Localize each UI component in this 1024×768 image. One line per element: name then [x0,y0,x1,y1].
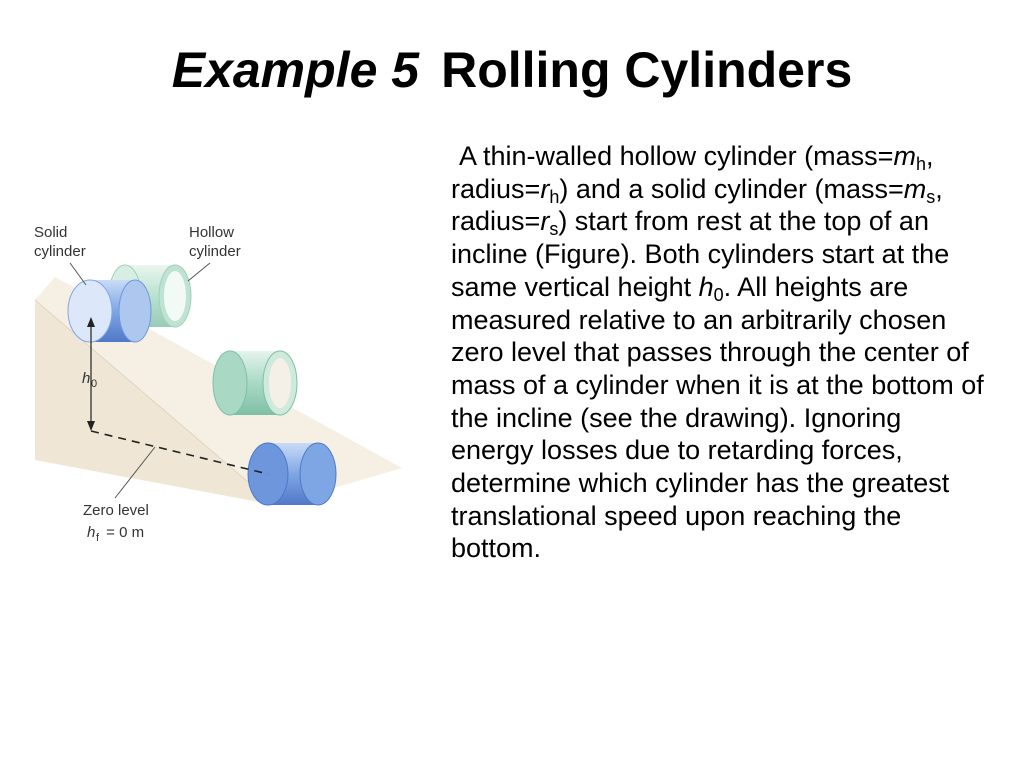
incline-figure: Solid cylinder Hollow cylinder h 0 Zero … [30,215,410,555]
text-part-6: . All heights are measured relative to a… [451,271,984,564]
text-part-3: ) and a solid cylinder (mass= [559,173,904,204]
zero-level-label: Zero level [83,502,149,519]
hollow-label-line1: Hollow [189,224,234,241]
sub-rs: s [549,219,559,240]
solid-label-leader [69,262,87,286]
text-part-4: , radius= [451,173,943,237]
solid-cylinder-bottom [247,442,337,506]
hollow-label-leader [187,262,211,282]
text-part-1: A thin-walled hollow cylinder (mass= [459,141,894,171]
title-topic: Rolling Cylinders [441,42,853,98]
hf-label-sub: f [96,532,100,544]
h0-label-var: h [82,370,90,387]
hf-label-rest: = 0 m [102,524,144,541]
var-mh: m [893,141,916,171]
sub-ms: s [926,186,936,207]
sub-h0: 0 [713,284,724,305]
zero-level-leader [114,446,156,499]
problem-statement: A thin-walled hollow cylinder (mass=mh, … [451,140,991,565]
h0-label-sub: 0 [91,378,97,390]
hf-label-var: h [87,524,95,541]
h0-arrow-head-bottom [87,421,95,431]
hollow-label-line2: cylinder [189,243,241,260]
title-example-number: Example 5 [171,42,420,98]
sub-rh: h [549,186,560,207]
incline-diagram: Solid cylinder Hollow cylinder h 0 Zero … [34,224,402,544]
var-rs: r [540,206,550,237]
h0-arrow-head-top [87,317,95,327]
var-rh: r [540,173,550,204]
solid-label-line2: cylinder [34,243,86,260]
hollow-cylinder-middle [212,350,298,416]
var-h0: h [698,271,714,302]
text-part-2: , radius= [451,141,934,204]
var-ms: m [903,173,927,204]
solid-label-line1: Solid [34,224,67,241]
text-part-5: ) start from rest at the top of an incli… [451,206,950,302]
slide-title: Example 5 Rolling Cylinders [0,38,1024,102]
zero-level-line [90,430,269,475]
sub-mh: h [915,154,926,174]
solid-cylinder-top [67,279,152,343]
